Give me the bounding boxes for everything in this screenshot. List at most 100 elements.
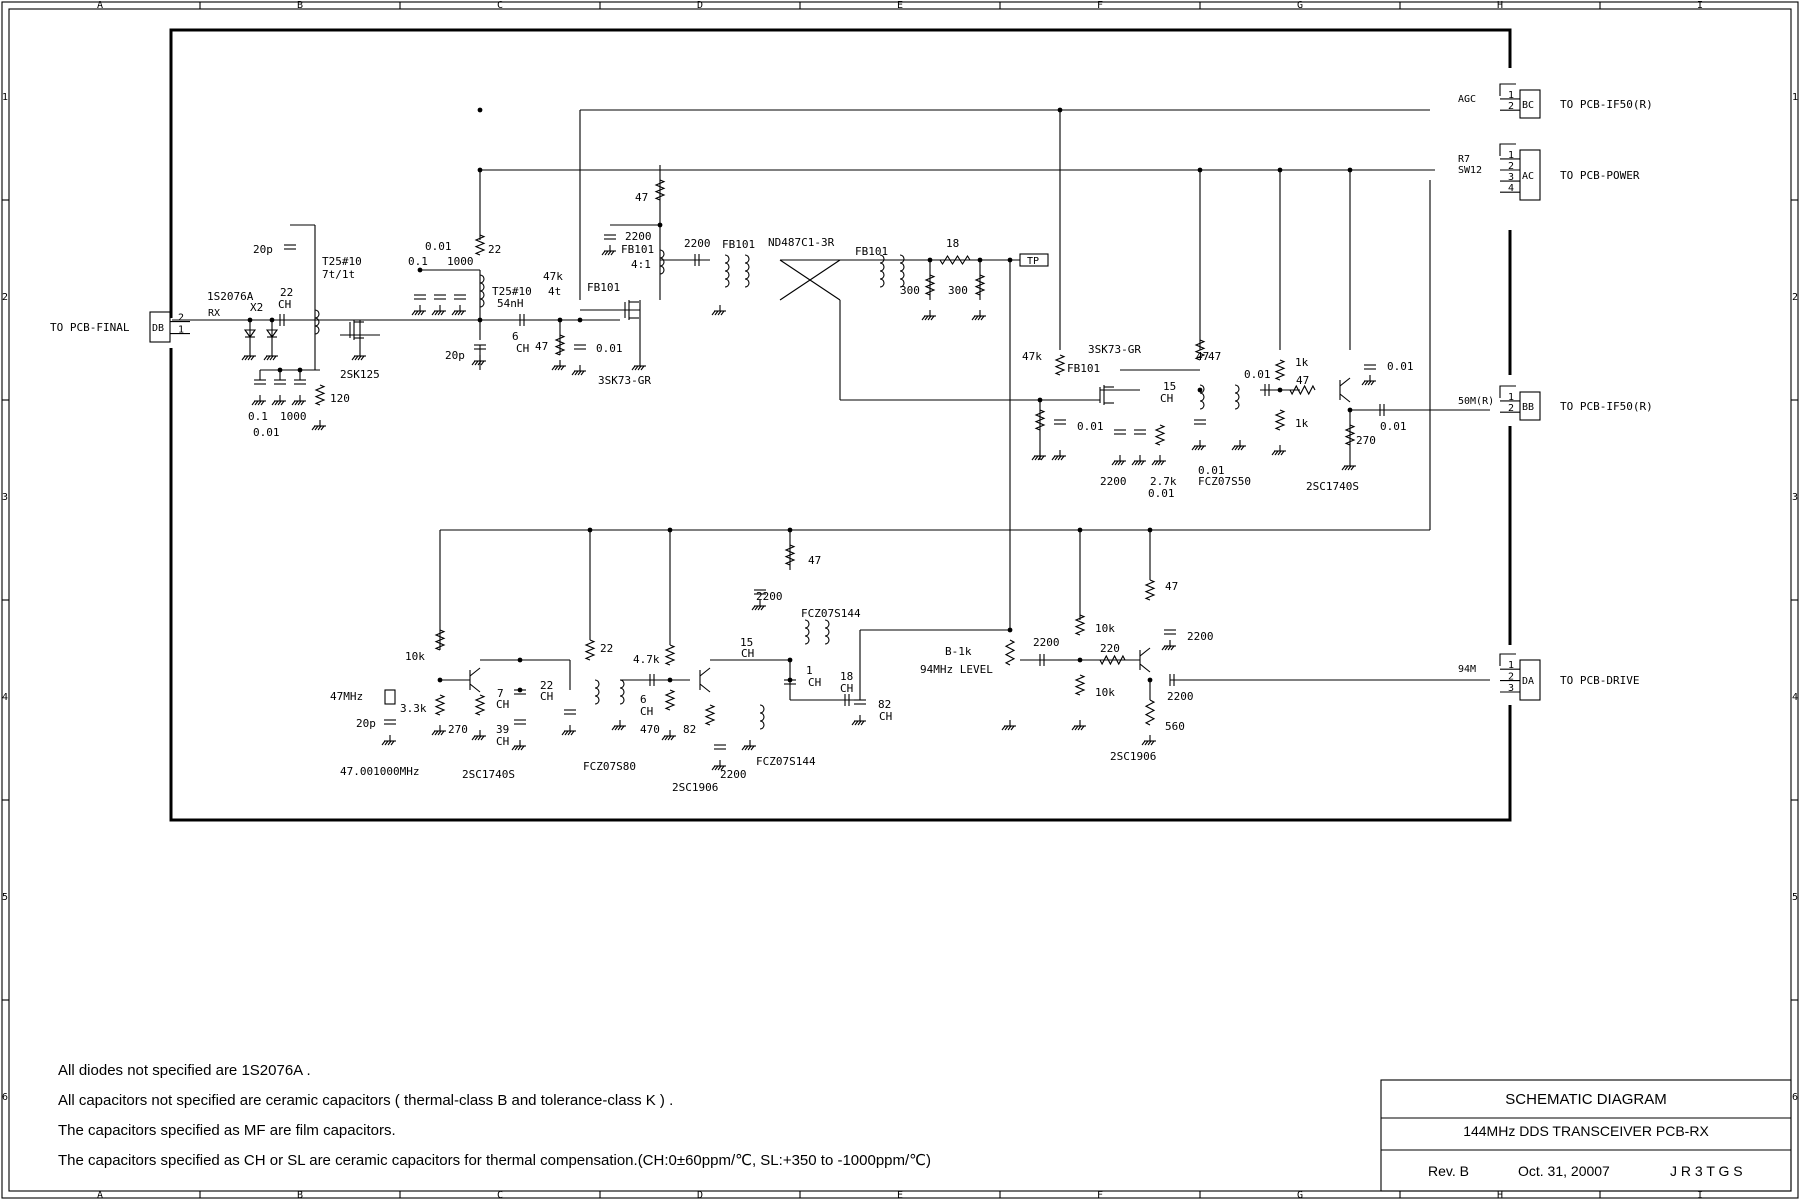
junction-dot	[269, 317, 275, 323]
resistor-symbol	[314, 384, 326, 406]
junction-dot	[1277, 167, 1283, 173]
capacitor-symbol	[564, 709, 576, 715]
pcb-outline	[169, 28, 1512, 822]
level-pot-value: B-1k	[945, 645, 972, 658]
zone-col-bottom: C	[497, 1190, 503, 1200]
connector-pin-number: 2	[1508, 101, 1514, 112]
connector-ground-tab	[1499, 653, 1516, 666]
part-label: 0.01	[425, 240, 452, 253]
part-label: 47k	[543, 270, 563, 283]
part-label: 7t/1t	[322, 268, 355, 281]
resistor-symbol	[974, 274, 986, 296]
part-label: 7	[497, 687, 504, 700]
capacitor-symbol	[844, 694, 850, 706]
junction-dot	[667, 527, 673, 533]
zone-col-bottom: B	[297, 1190, 303, 1200]
capacitor-symbol	[434, 294, 446, 300]
part-label: CH	[879, 710, 892, 723]
resistor-symbol	[1144, 579, 1156, 601]
zone-row-left: 4	[2, 692, 8, 703]
capacitor-symbol	[694, 254, 700, 266]
junction-dot	[1007, 627, 1013, 633]
resistor-symbol	[1194, 339, 1206, 361]
part-label: 22	[600, 642, 613, 655]
note-2: All capacitors not specified are ceramic…	[58, 1092, 673, 1109]
zone-col-top: G	[1297, 0, 1303, 11]
ground-symbol	[611, 720, 626, 731]
part-label: 1	[806, 664, 813, 677]
zone-col-bottom: D	[697, 1190, 703, 1200]
capacitor-symbol	[274, 379, 286, 385]
diode-symbol	[265, 329, 279, 338]
connector-signal-label: RX	[208, 308, 220, 319]
junction-dot	[557, 317, 563, 323]
part-label: 47	[635, 191, 648, 204]
inductor-symbol	[619, 679, 625, 705]
part-label: 270	[448, 723, 468, 736]
part-label: CH	[1160, 392, 1173, 405]
resistor-symbol	[784, 544, 796, 566]
resistor-symbol	[474, 234, 486, 256]
transistor-symbol	[1339, 377, 1351, 403]
resistor-symbol	[1274, 359, 1286, 381]
junction-dot	[437, 677, 443, 683]
ground-symbol	[751, 600, 766, 611]
connector-body	[1519, 149, 1541, 201]
ground-symbol	[411, 305, 426, 316]
inductor-symbol	[724, 254, 730, 288]
part-label: 1k	[1295, 417, 1309, 430]
resistor-symbol	[434, 694, 446, 716]
zone-col-bottom: E	[897, 1190, 903, 1200]
part-label: 47	[1296, 374, 1309, 387]
zone-col-bottom: H	[1497, 1190, 1503, 1200]
capacitor-symbol	[574, 344, 586, 350]
connector-pin-number: 1	[1508, 660, 1514, 671]
connector-pin-number: 4	[1508, 183, 1514, 194]
resistor-symbol	[1034, 409, 1046, 431]
resistor-symbol	[939, 254, 971, 266]
zone-row-left: 3	[2, 492, 8, 503]
capacitor-symbol	[754, 589, 766, 595]
ground-symbol	[661, 730, 676, 741]
part-label: X2	[250, 301, 263, 314]
junction-dot	[1347, 167, 1353, 173]
part-label: FB101	[587, 281, 620, 294]
part-label: 22	[280, 286, 293, 299]
part-label: FCZ07S50	[1198, 475, 1251, 488]
resistor-symbol	[584, 639, 596, 661]
junction-dot	[1007, 257, 1013, 263]
part-label: 22	[488, 243, 501, 256]
part-label: 560	[1165, 720, 1185, 733]
title-block: SCHEMATIC DIAGRAM 144MHz DDS TRANSCEIVER…	[1380, 1079, 1792, 1192]
part-label: 82	[683, 723, 696, 736]
capacitor-symbol	[279, 314, 285, 326]
part-label: 300	[948, 284, 968, 297]
part-label: 2SK125	[340, 368, 380, 381]
level-pot-label: 94MHz LEVEL	[920, 663, 993, 676]
ground-symbol	[291, 395, 306, 406]
capacitor-symbol	[1134, 429, 1146, 435]
ground-symbol	[1071, 720, 1086, 731]
connector-signal-label: SW12	[1458, 165, 1482, 176]
connector-pin-number: 1	[178, 325, 184, 336]
connector-id: DB	[152, 323, 164, 334]
sheet-inner-border	[8, 8, 1792, 1192]
part-label: CH	[496, 735, 509, 748]
part-label: 10k	[1095, 622, 1115, 635]
tp-label: TP	[1027, 256, 1039, 267]
zone-row-right: 3	[1792, 492, 1798, 503]
part-label: 1000	[280, 410, 307, 423]
junctions	[247, 107, 1353, 693]
zone-col-top: I	[1697, 0, 1703, 11]
part-label: 20p	[356, 717, 376, 730]
connector-destination-label: TO PCB-FINAL	[50, 321, 130, 334]
junction-dot	[517, 657, 523, 663]
connector-body	[1519, 659, 1541, 701]
inductor-symbol	[314, 309, 320, 335]
